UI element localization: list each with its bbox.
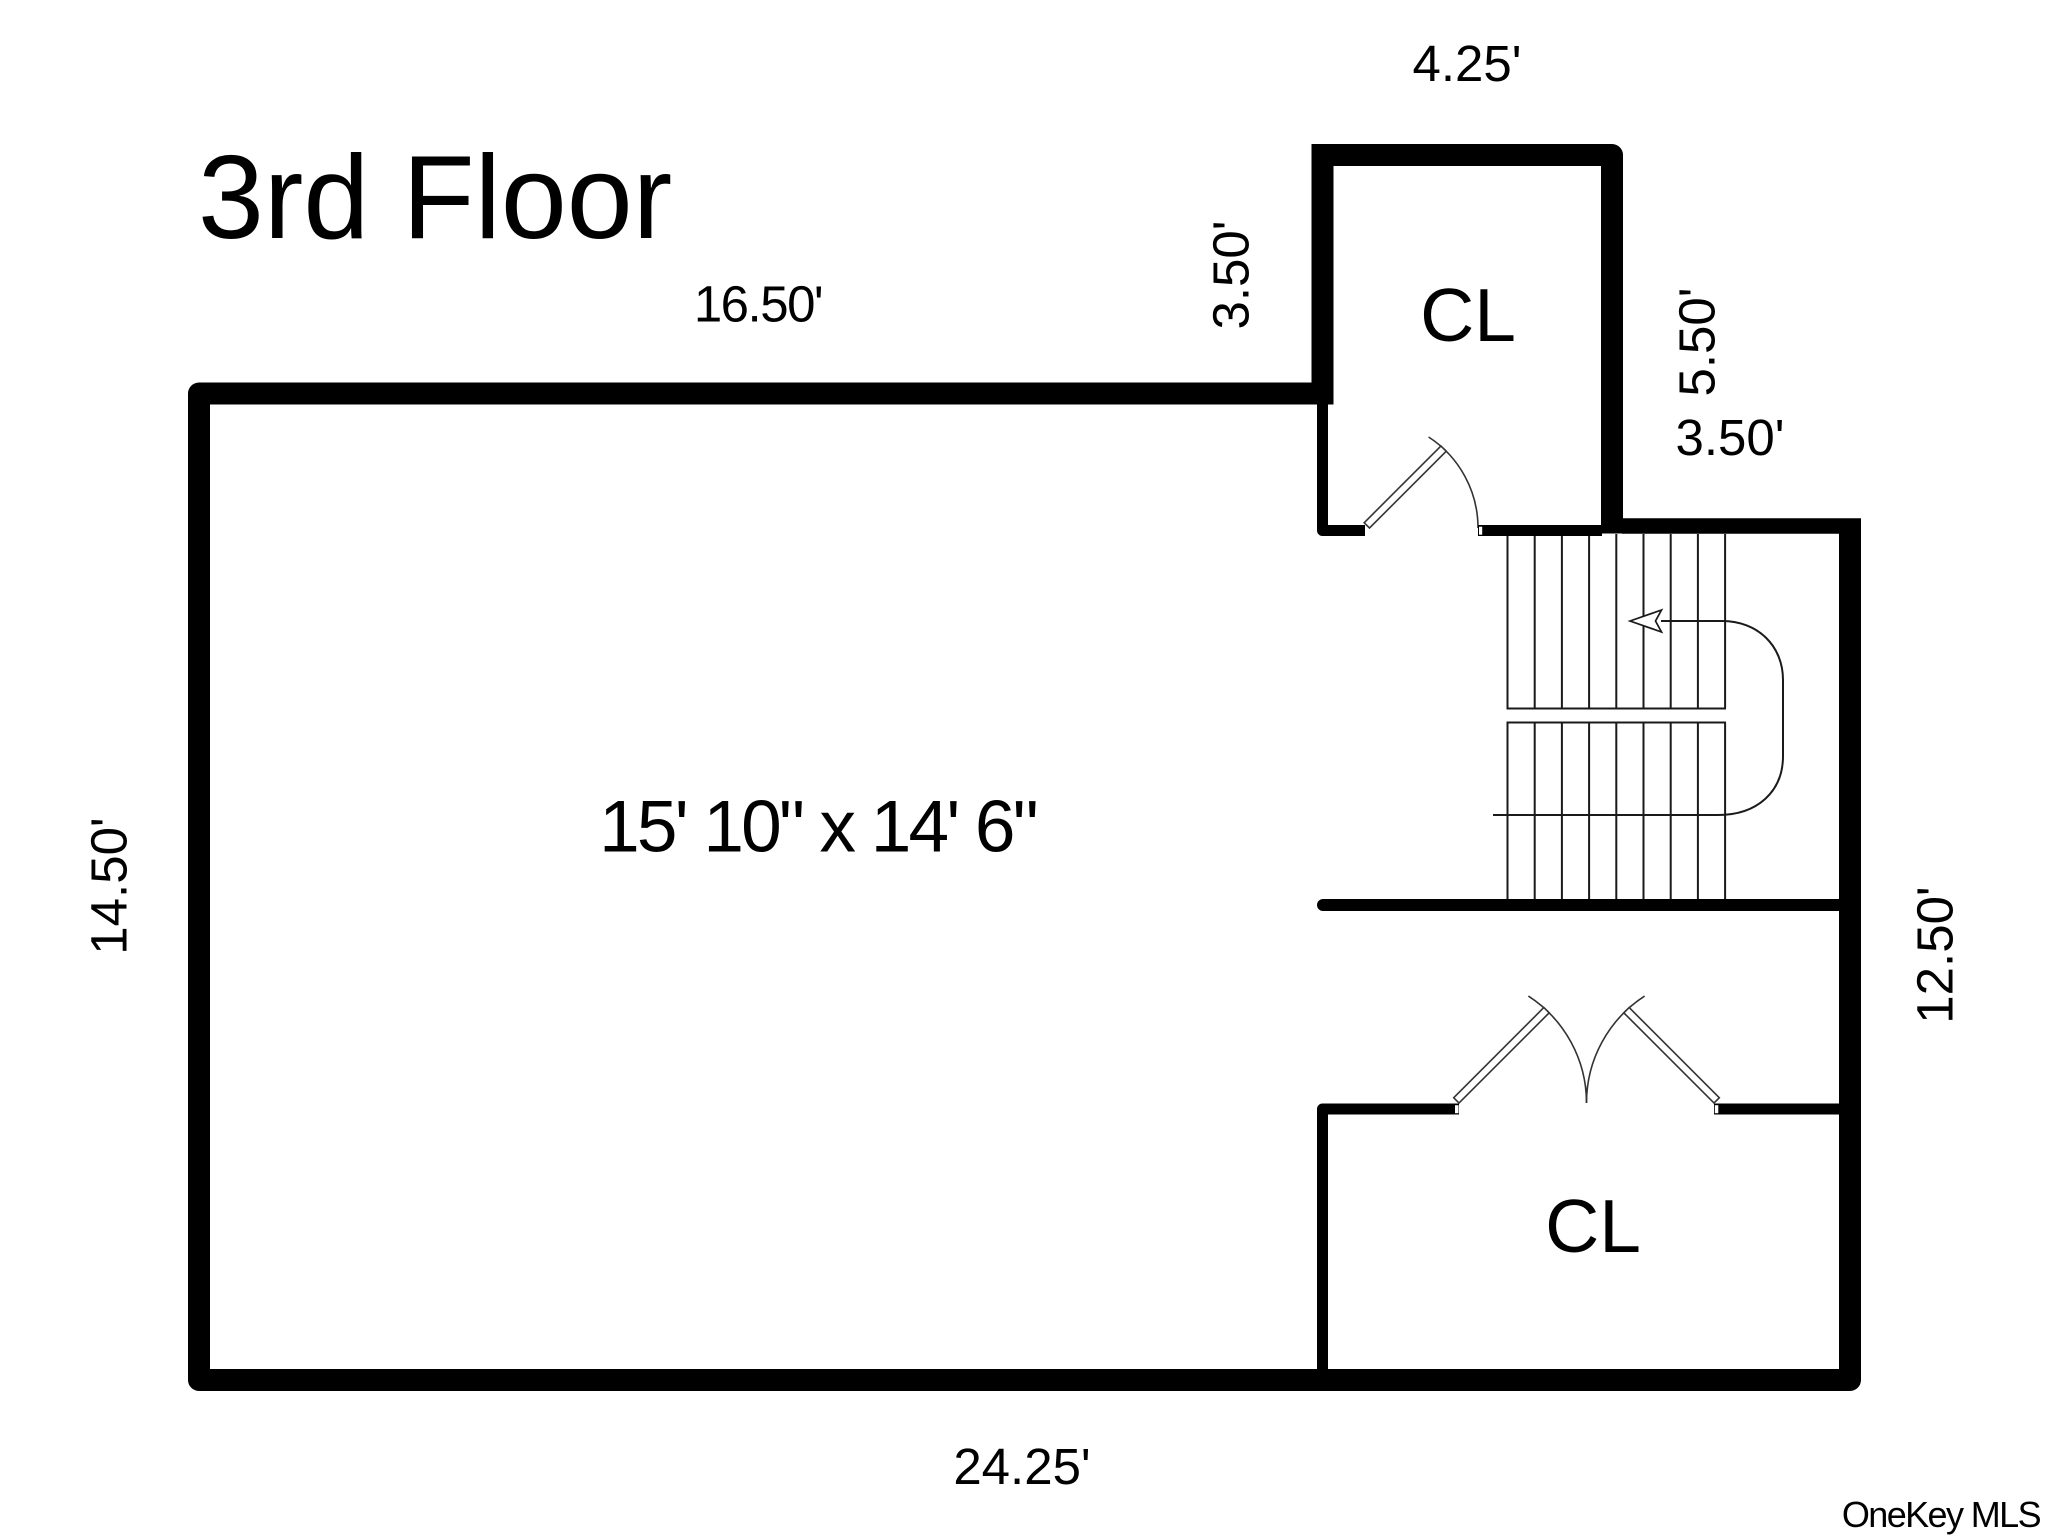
svg-text:3.50': 3.50' [1203, 221, 1260, 330]
svg-text:CL: CL [1545, 1184, 1641, 1268]
svg-text:16.50': 16.50' [694, 276, 822, 333]
svg-text:CL: CL [1420, 273, 1516, 357]
svg-text:12.50': 12.50' [1907, 886, 1964, 1023]
svg-text:14.50': 14.50' [81, 817, 138, 954]
svg-text:OneKey MLS: OneKey MLS [1842, 1494, 2041, 1535]
svg-text:4.25': 4.25' [1413, 35, 1522, 92]
svg-text:5.50': 5.50' [1669, 288, 1726, 397]
svg-text:24.25': 24.25' [953, 1438, 1090, 1495]
svg-text:3.50': 3.50' [1676, 409, 1785, 466]
svg-text:3rd Floor: 3rd Floor [198, 132, 672, 264]
svg-text:15' 10" x 14' 6": 15' 10" x 14' 6" [599, 787, 1036, 868]
